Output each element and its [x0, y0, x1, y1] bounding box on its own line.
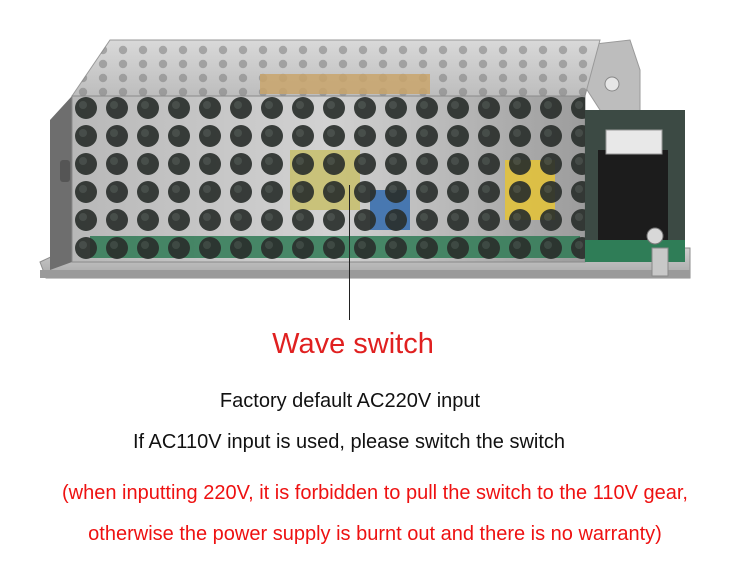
- switch-instruction-text: If AC110V input is used, please switch t…: [132, 431, 566, 453]
- power-supply-photo: [39, 39, 691, 279]
- wave-switch-title: Wave switch: [272, 328, 434, 360]
- warning-text-line-1: (when inputting 220V, it is forbidden to…: [62, 482, 688, 504]
- warning-text-line-2: otherwise the power supply is burnt out …: [88, 523, 662, 545]
- factory-default-text: Factory default AC220V input: [219, 390, 481, 412]
- switch-pointer-line: [349, 185, 350, 320]
